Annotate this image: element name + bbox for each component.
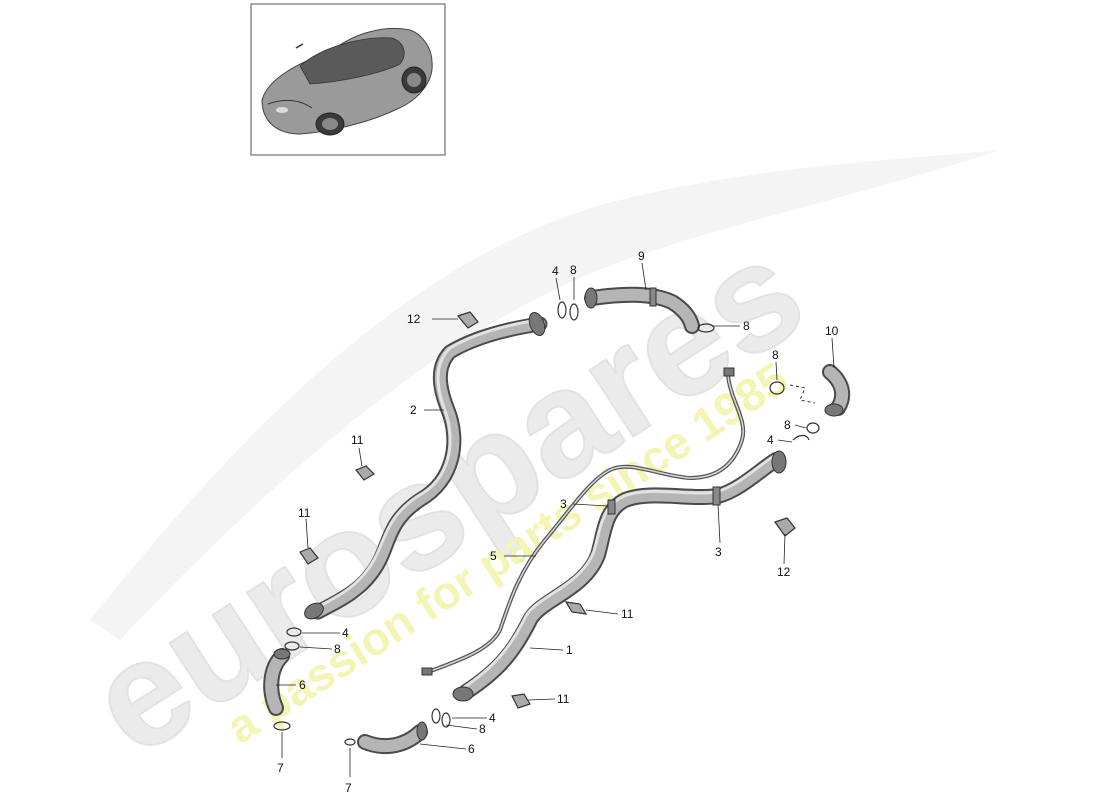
callout-11: 11 [621, 607, 634, 621]
vehicle-thumbnail [250, 3, 446, 156]
callout-11: 11 [351, 433, 364, 447]
hose-part-6-left [263, 648, 291, 716]
callout-8: 8 [570, 263, 577, 277]
callout-7: 7 [277, 761, 284, 775]
callout-8: 8 [743, 319, 750, 333]
callout-6: 6 [299, 678, 306, 692]
callout-11: 11 [557, 692, 570, 706]
callout-10: 10 [825, 324, 839, 338]
pipe-part-5 [421, 367, 746, 676]
leader-lines [276, 262, 835, 777]
callouts: 12 4 8 9 8 10 8 2 8 4 11 3 3 11 5 12 11 … [277, 249, 839, 795]
callout-6: 6 [468, 742, 475, 756]
hose-part-1 [452, 450, 787, 702]
watermark: eurospares a passion for parts since 198… [60, 150, 1000, 788]
callout-11: 11 [298, 506, 311, 520]
hose-part-2 [304, 311, 548, 620]
hose-part-10 [789, 364, 851, 417]
callout-5: 5 [490, 549, 497, 563]
callout-3: 3 [560, 497, 567, 511]
callout-4: 4 [767, 433, 774, 447]
hose-part-6-bottom [357, 721, 428, 755]
callout-12: 12 [407, 312, 421, 326]
callout-4: 4 [489, 711, 496, 725]
callout-8: 8 [334, 642, 341, 656]
callout-9: 9 [638, 249, 645, 263]
watermark-swoosh [90, 150, 1000, 640]
callout-4: 4 [342, 626, 349, 640]
callout-2: 2 [410, 403, 417, 417]
callout-8: 8 [479, 722, 486, 736]
callout-4: 4 [552, 264, 559, 278]
callout-8: 8 [784, 418, 791, 432]
callout-12: 12 [777, 565, 791, 579]
callout-7: 7 [345, 781, 352, 795]
small-parts [273, 301, 820, 746]
callout-1: 1 [566, 643, 573, 657]
callout-8: 8 [772, 348, 779, 362]
callout-3: 3 [715, 545, 722, 559]
hose-part-9 [584, 286, 700, 334]
parts [263, 286, 851, 755]
car-thumbnail-icon [261, 27, 433, 136]
